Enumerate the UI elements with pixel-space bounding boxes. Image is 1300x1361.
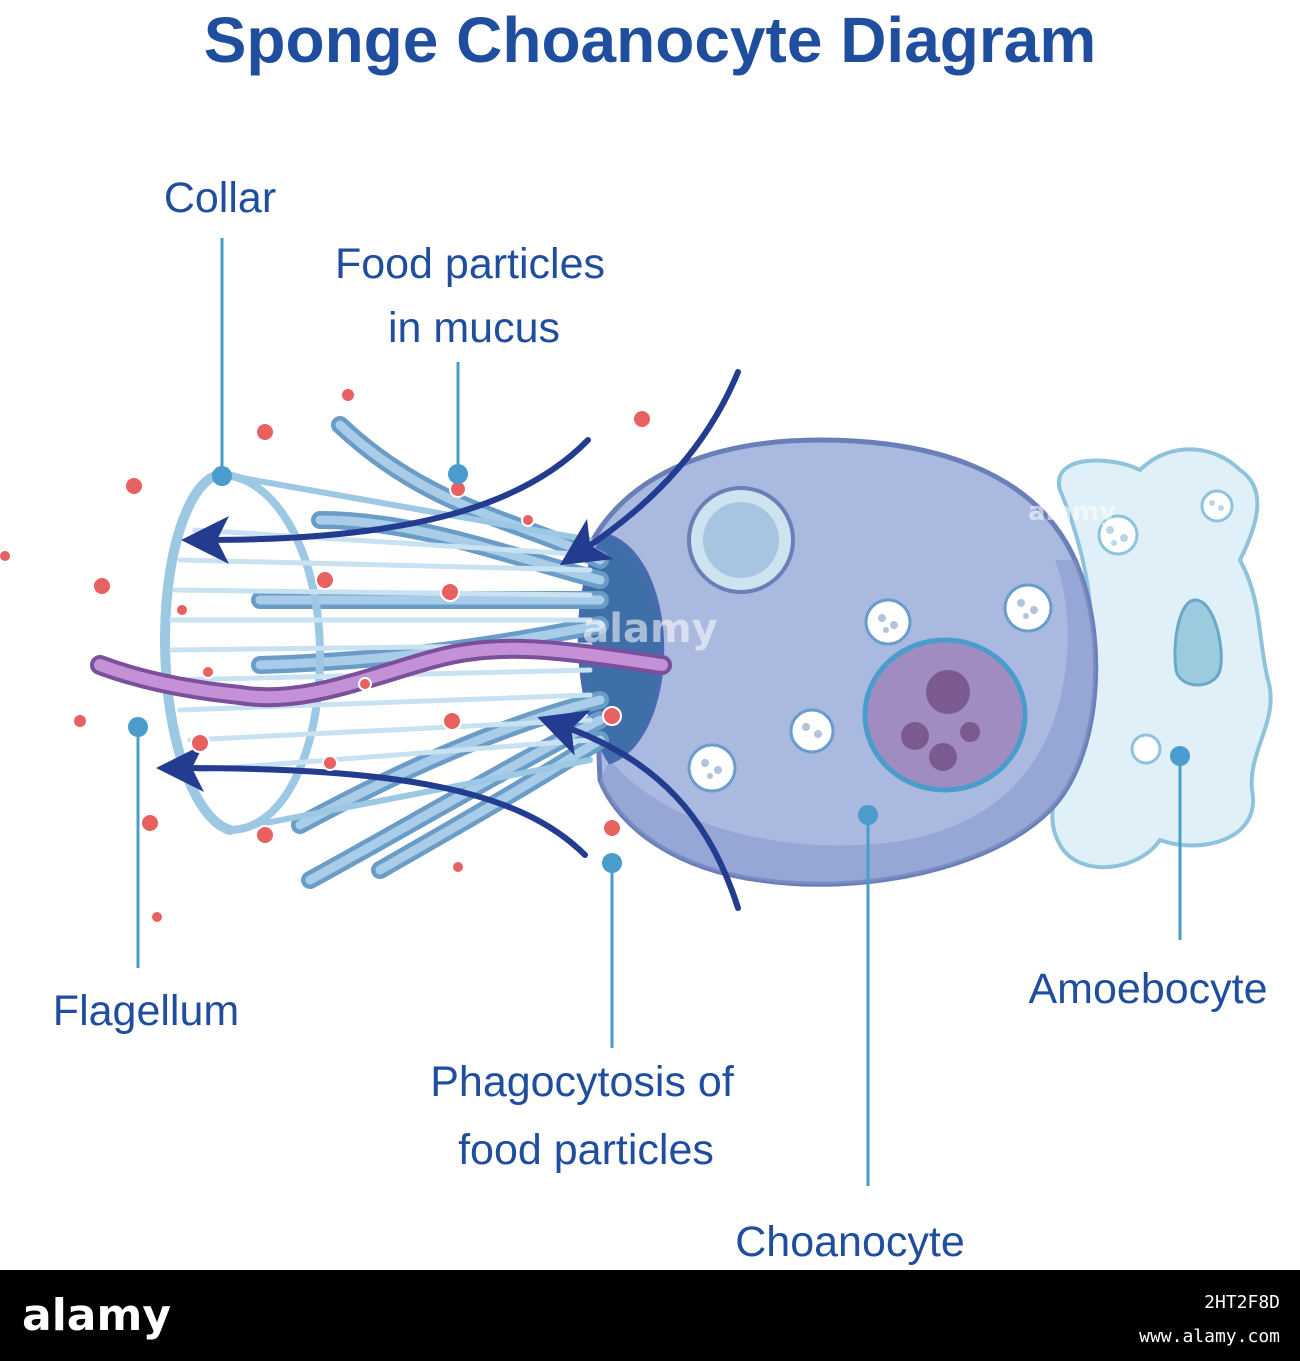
choanocyte-cell-body (577, 437, 1099, 887)
label-food-particles: Food particles (335, 240, 605, 288)
water-flow-arrows (156, 369, 741, 911)
footer-image-id: 2HT2F8D (1204, 1292, 1280, 1313)
amoebocyte-cell (1050, 447, 1273, 870)
label-amoebocyte: Amoebocyte (1028, 965, 1267, 1013)
watermark: alamy (582, 606, 717, 652)
watermark: alamy (1028, 497, 1116, 527)
nucleus (862, 637, 1028, 793)
label-phagocytosis-2: food particles (458, 1126, 714, 1174)
arrow-lower-out (156, 744, 588, 858)
label-choanocyte: Choanocyte (735, 1218, 965, 1266)
leader-lines (128, 238, 1190, 1186)
label-flagellum: Flagellum (53, 987, 239, 1035)
arrow-lower-in (537, 710, 741, 911)
page-title: Sponge Choanocyte Diagram (204, 4, 1097, 76)
footer-bar: alamy 2HT2F8D www.alamy.com (0, 1270, 1300, 1361)
arrow-upper-out (181, 437, 591, 564)
footer-url: www.alamy.com (1139, 1326, 1280, 1347)
label-food-particles-2: in mucus (388, 304, 560, 352)
food-vacuole-group (687, 583, 1053, 793)
footer-logo: alamy (22, 1290, 171, 1341)
arrow-upper-in (559, 369, 741, 566)
label-phagocytosis: Phagocytosis of (430, 1058, 735, 1106)
label-collar: Collar (164, 174, 276, 222)
